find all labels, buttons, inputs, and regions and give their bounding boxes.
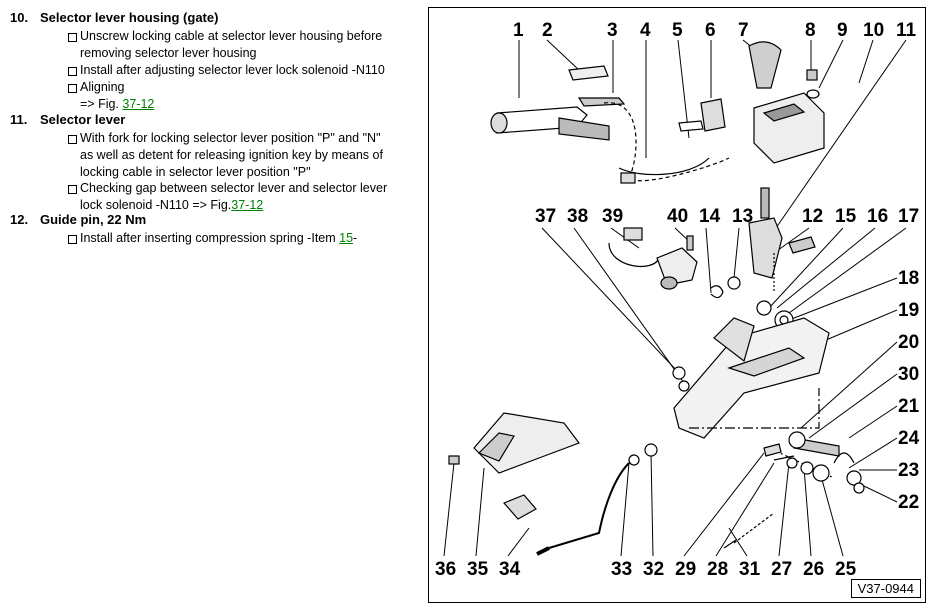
callout-label: 35 <box>467 559 489 580</box>
bullet-line: Unscrew locking cable at selector lever … <box>80 29 383 43</box>
callout-label: 26 <box>803 559 824 580</box>
bullet-point: Install after adjusting selector lever l… <box>68 62 408 79</box>
item-number: 10. <box>10 10 29 25</box>
exploded-parts-diagram: 1 2 3 4 5 6 7 8 9 10 11 37 38 39 40 14 1… <box>428 7 926 603</box>
callout-label: 40 <box>667 206 688 227</box>
bullet-point: Aligning => Fig. 37-12 <box>68 79 408 113</box>
bullet-line: as well as detent for releasing ignition… <box>80 148 383 162</box>
bullet-line: Install after adjusting selector lever l… <box>80 63 385 77</box>
callout-label: 16 <box>867 206 888 227</box>
callouts-bottom: 36 35 34 33 32 29 28 31 27 26 25 <box>435 559 857 580</box>
callout-label: 6 <box>705 20 716 41</box>
callout-label: 36 <box>435 559 456 580</box>
callout-label: 14 <box>699 206 721 227</box>
bullet-ref: lock solenoid -N110 => Fig.37-12 <box>80 197 408 214</box>
callout-label: 33 <box>611 559 632 580</box>
item-number: 11. <box>10 112 28 127</box>
bullet-point: Install after inserting compression spri… <box>68 230 408 247</box>
callout-label: 31 <box>739 559 761 580</box>
bullet-point: Unscrew locking cable at selector lever … <box>68 28 408 62</box>
callout-label: 17 <box>898 206 919 227</box>
ref-suffix: - <box>353 231 358 245</box>
item-title: Guide pin, 22 Nm <box>40 212 147 227</box>
bullet-line: With fork for locking selector lever pos… <box>80 131 381 145</box>
diagram-drawing: 1 2 3 4 5 6 7 8 9 10 11 37 38 39 40 14 1… <box>435 20 920 580</box>
callout-label: 24 <box>898 428 920 449</box>
item-title: Selector lever <box>40 112 126 127</box>
callout-label: 21 <box>898 396 920 417</box>
callout-label: 28 <box>707 559 728 580</box>
bullet-line: locking cable in selector lever position… <box>80 165 311 179</box>
bullet-line: removing selector lever housing <box>80 46 257 60</box>
fig-link[interactable]: 37-12 <box>231 198 264 212</box>
callout-label: 32 <box>643 559 664 580</box>
callout-label: 11 <box>896 20 917 41</box>
callout-label: 10 <box>863 20 884 41</box>
callout-label: 18 <box>898 268 919 289</box>
bullet-ref: Install after inserting compression spri… <box>80 230 408 247</box>
callouts-top: 1 2 3 4 5 6 7 8 9 10 11 <box>513 20 917 41</box>
callout-label: 30 <box>898 364 919 385</box>
item-title: Selector lever housing (gate) <box>40 10 219 25</box>
callout-label: 37 <box>535 206 556 227</box>
callouts-right: 18 19 20 30 21 24 23 22 <box>898 268 920 513</box>
callout-label: 27 <box>771 559 792 580</box>
callouts-middle: 37 38 39 40 14 13 12 15 16 17 <box>535 206 919 227</box>
callout-label: 1 <box>513 20 524 41</box>
callout-label: 3 <box>607 20 618 41</box>
bullet-box-icon <box>68 135 77 144</box>
item-number: 12. <box>10 212 29 227</box>
callout-label: 19 <box>898 300 919 321</box>
bullet-point: With fork for locking selector lever pos… <box>68 130 408 181</box>
callout-label: 38 <box>567 206 588 227</box>
callout-label: 9 <box>837 20 848 41</box>
callout-label: 4 <box>640 20 651 41</box>
callout-label: 7 <box>738 20 749 41</box>
ref-prefix: lock solenoid -N110 => Fig. <box>80 198 232 212</box>
bullet-box-icon <box>68 185 77 194</box>
callout-label: 2 <box>542 20 553 41</box>
callout-label: 8 <box>805 20 816 41</box>
bullet-box-icon <box>68 67 77 76</box>
callout-label: 34 <box>499 559 521 580</box>
callout-label: 29 <box>675 559 696 580</box>
bullet-box-icon <box>68 235 77 244</box>
ref-prefix: Install after inserting compression spri… <box>80 231 340 245</box>
item-link[interactable]: 15 <box>339 231 354 245</box>
figure-id: V37-0944 <box>850 579 921 598</box>
fig-link[interactable]: 37-12 <box>122 97 155 111</box>
bullet-line: Aligning <box>80 80 125 94</box>
callout-label: 15 <box>835 206 857 227</box>
bullet-point: Checking gap between selector lever and … <box>68 180 408 214</box>
bullet-box-icon <box>68 84 77 93</box>
bullet-box-icon <box>68 33 77 42</box>
callout-label: 20 <box>898 332 919 353</box>
callout-label: 25 <box>835 559 857 580</box>
callout-label: 39 <box>602 206 623 227</box>
callout-label: 23 <box>898 460 919 481</box>
callout-label: 12 <box>802 206 823 227</box>
bullet-ref: => Fig. 37-12 <box>80 96 408 113</box>
callout-label: 5 <box>672 20 683 41</box>
callout-label: 13 <box>732 206 753 227</box>
callout-label: 22 <box>898 492 919 513</box>
ref-prefix: => Fig. <box>80 97 123 111</box>
bullet-line: Checking gap between selector lever and … <box>80 181 388 195</box>
parts <box>448 41 865 556</box>
